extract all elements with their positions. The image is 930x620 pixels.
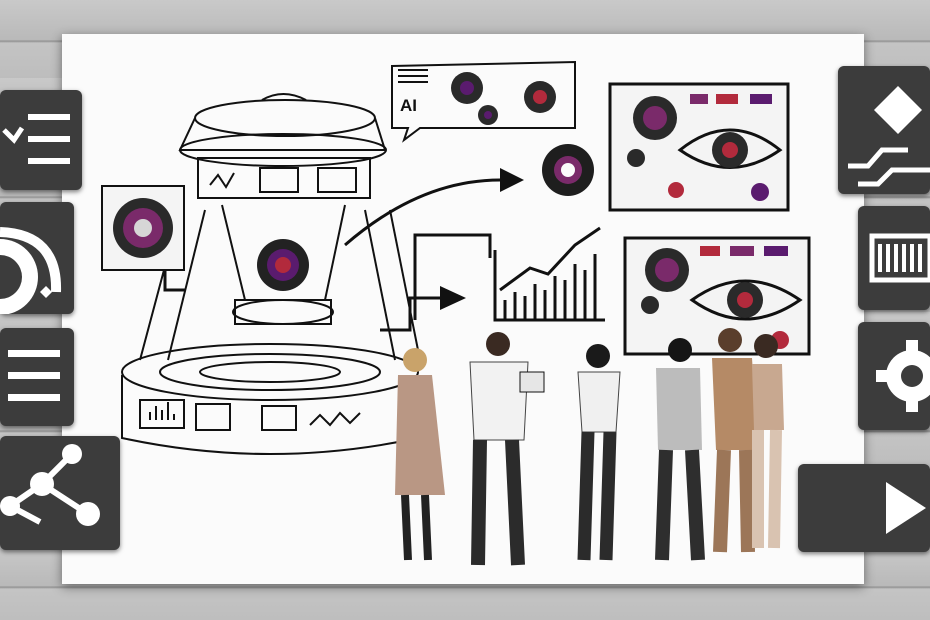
person-5 xyxy=(712,328,758,553)
camera-box xyxy=(101,185,185,292)
gauge-icon xyxy=(0,227,62,314)
person-6 xyxy=(752,334,784,549)
ai-label: AI xyxy=(400,96,417,115)
person-4 xyxy=(655,338,705,561)
team-people xyxy=(395,328,784,566)
diamond-circuit-icon xyxy=(848,86,930,187)
growth-chart xyxy=(493,226,605,322)
checklist-tile[interactable] xyxy=(0,90,82,190)
flow-arrows xyxy=(344,178,501,332)
gauge-tile[interactable] xyxy=(0,202,74,314)
checklist-icon xyxy=(2,114,70,164)
list-icon xyxy=(8,350,60,401)
network-tile[interactable] xyxy=(0,436,120,550)
ai-machine-illustration xyxy=(121,93,421,455)
person-1 xyxy=(395,348,445,561)
diamond-circuit-tile[interactable] xyxy=(838,66,930,194)
gear-tile[interactable] xyxy=(858,322,930,430)
list-tile[interactable] xyxy=(0,328,74,426)
machine-lens xyxy=(257,239,309,291)
eye-board-bottom xyxy=(623,236,811,356)
barcode-icon xyxy=(869,233,930,283)
eye-board-top xyxy=(608,82,790,212)
barcode-tile[interactable] xyxy=(858,206,930,310)
network-icon xyxy=(0,444,100,526)
person-3 xyxy=(577,344,621,561)
person-2 xyxy=(469,332,545,566)
gear-icon xyxy=(876,340,930,412)
big-gear xyxy=(542,144,594,196)
gear-group xyxy=(451,72,556,125)
play-icon xyxy=(798,482,926,534)
arrow-heads xyxy=(440,168,524,310)
ai-speech-bubble xyxy=(391,60,576,143)
play-tile[interactable] xyxy=(798,464,930,552)
